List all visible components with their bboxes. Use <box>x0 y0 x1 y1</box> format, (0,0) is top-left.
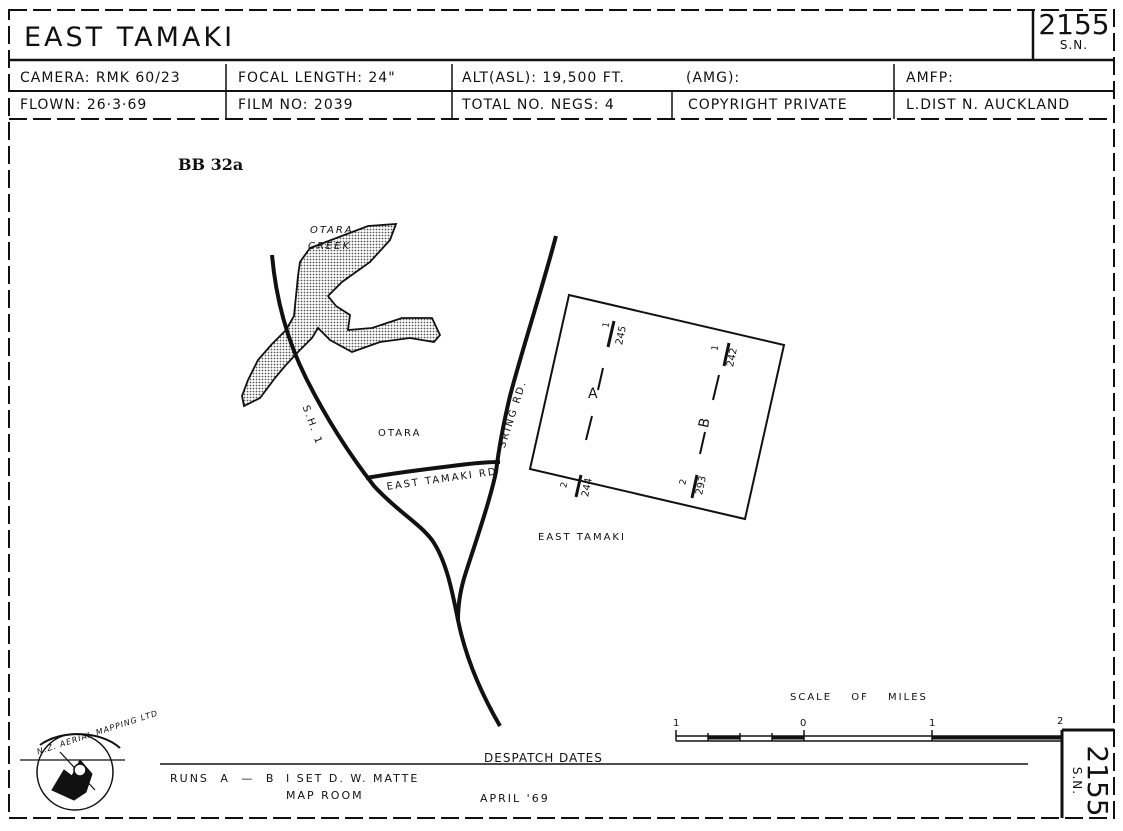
amfp-cell: AMFP: <box>906 70 954 86</box>
run-a-line <box>574 320 616 498</box>
focal-length-cell: FOCAL LENGTH: 24" <box>238 70 396 86</box>
otara-creek-shape <box>241 223 442 408</box>
spring-road <box>456 235 558 621</box>
footer-sheet-suffix: S.N. <box>1070 766 1084 796</box>
copyright-cell: COPYRIGHT PRIVATE <box>688 97 848 113</box>
reference-code: BB 32a <box>178 155 244 174</box>
scale-tick-2: 2 <box>1057 716 1066 727</box>
scale-tick-1: 1 <box>929 718 938 729</box>
run-b-line <box>690 342 731 499</box>
sheet-suffix: S.N. <box>1059 38 1089 52</box>
sheet-number-box: 2155 S.N. <box>1038 8 1110 53</box>
set-text: I SET D. W. MATTE <box>286 772 420 785</box>
map-title: EAST TAMAKI <box>24 22 236 53</box>
district-cell: L.DIST N. AUCKLAND <box>906 97 1071 113</box>
footer-sheet-number: 2155 <box>1081 745 1114 817</box>
flown-cell: FLOWN: 26·3·69 <box>20 97 148 113</box>
run-a-label: A <box>588 386 598 402</box>
nz-aerial-mapping-logo <box>20 733 125 811</box>
state-highway-1 <box>270 254 502 728</box>
despatch-date: APRIL '69 <box>480 792 550 805</box>
map-room-text: MAP ROOM <box>286 789 364 802</box>
scale-tick-1-left: 1 <box>673 718 682 729</box>
camera-cell: CAMERA: RMK 60/23 <box>20 70 181 86</box>
footer-sheet-number-box: 2155 S.N. <box>1030 736 1114 826</box>
creek-label-otara: OTARA <box>310 225 354 236</box>
sheet-number: 2155 <box>1038 8 1110 41</box>
film-no-cell: FILM NO: 2039 <box>238 97 354 113</box>
east-tamaki-road <box>365 460 501 480</box>
runs-text: RUNS A — B <box>170 772 276 785</box>
outer-border <box>8 9 1115 819</box>
despatch-title: DESPATCH DATES <box>484 751 603 765</box>
altitude-cell: ALT(ASL): 19,500 FT. <box>462 70 625 86</box>
total-negs-cell: TOTAL NO. NEGS: 4 <box>462 97 615 113</box>
suburb-label-otara: OTARA <box>378 428 422 439</box>
amg-cell: (AMG): <box>686 70 741 86</box>
scale-bar <box>675 730 1062 742</box>
scale-tick-0: 0 <box>800 718 809 729</box>
coverage-box <box>528 293 786 521</box>
suburb-label-east-tamaki: EAST TAMAKI <box>538 532 626 543</box>
scale-title: SCALE OF MILES <box>790 692 928 703</box>
creek-label-creek: CREEK <box>308 241 352 252</box>
